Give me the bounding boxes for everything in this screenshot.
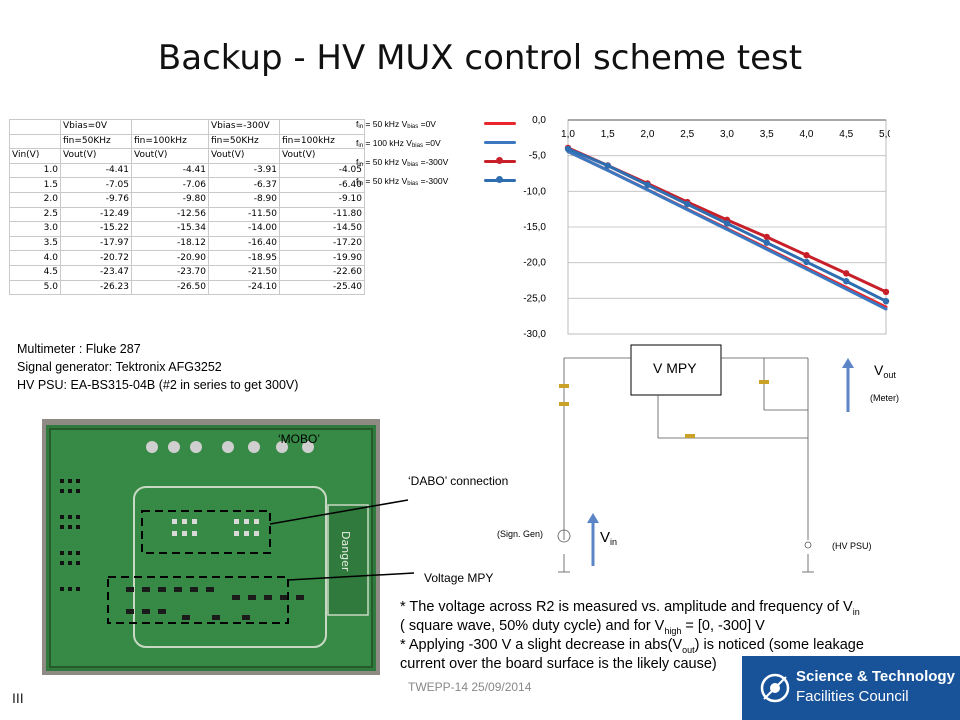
pcb-photo: Danger [42,419,380,675]
table-row: 1.5-7.05-7.06-6.37-6.40 [9,177,365,193]
legend-entry: fin = 50 kHz Vbias =-300V [356,174,516,193]
data-point [803,251,810,259]
data-point [884,307,888,311]
data-point [882,297,890,305]
data-point [685,208,689,212]
x-tick-label: 3,5 [760,129,774,140]
bullet-line-4: current over the board surface is the li… [400,656,717,672]
stfc-brand-block: Science & Technology Facilities Council [742,656,960,720]
vout-label: Vout [874,362,896,380]
bullet-line-2: ( square wave, 50% duty cycle) and for V… [400,618,765,636]
slide-number: III [12,690,24,706]
data-point [723,220,731,227]
equipment-notes: Multimeter : Fluke 287 Signal generator:… [17,340,298,394]
meter-label: (Meter) [870,393,899,403]
note-signal-generator: Signal generator: Tektronix AFG3252 [17,360,222,374]
bullet-line-3: * Applying -300 V a slight decrease in a… [400,637,864,655]
data-point [843,278,850,285]
legend-entry: fin = 50 kHz Vbias =0V [356,117,516,136]
footer-date: TWEPP-14 25/09/2014 [408,680,532,694]
vin-label: Vin [600,529,618,547]
x-tick-label: 4,5 [839,129,853,140]
chart-legend: fin = 50 kHz Vbias =0V fin = 100 kHz Vbia… [356,117,516,193]
mobo-label: ‘MOBO’ [278,432,320,446]
x-tick-label: 4,0 [800,129,814,140]
table-cell: -26.23 [60,279,132,296]
vout-vs-vin-chart: 0,0 -5,0 -10,0 -15,0 -20,0 -25,0 -30,0 1,0 1,5 2,… [523,115,890,340]
slide-title: Backup - HV MUX control scheme test [157,38,803,78]
legend-label: fin = 100 kHz Vbias =0V [356,138,441,149]
brand-line-2: Facilities Council [796,688,909,705]
svg-text:Danger: Danger [339,531,352,572]
legend-label: fin = 50 kHz Vbias =0V [356,119,436,130]
data-point [606,168,610,172]
data-point [763,233,770,241]
note-hv-psu: HV PSU: EA-BS315-04B (#2 in series to ge… [17,378,299,392]
data-point [564,145,572,153]
data-point [725,227,729,231]
hv-psu-label: (HV PSU) [832,541,872,551]
table-row: 3.5-17.97-18.12-16.40-17.20 [9,235,365,252]
y-tick-label: -5,0 [529,151,547,162]
dabo-connection-label: ‘DABO’ connection [408,474,509,488]
brand-line-1: Science & Technology [796,668,955,685]
voltage-mpy-label: Voltage MPY [424,571,494,585]
x-tick-label: 5,0 [879,129,890,140]
legend-swatch [484,141,516,144]
data-point [805,267,808,271]
data-point [763,239,770,246]
vmpy-box-label: V MPY [653,360,697,376]
y-tick-label: -15,0 [523,222,546,233]
y-tick-label: 0,0 [532,115,546,126]
data-point [844,287,848,291]
data-point [803,258,810,266]
table-row: 4.0-20.72-20.90-18.95-19.90 [9,250,365,266]
data-point [684,200,691,208]
table-row: 2.5-12.49-12.56-11.50-11.80 [9,206,365,223]
data-point [644,181,651,189]
data-point [765,247,769,251]
y-tick-label: -20,0 [523,258,546,269]
legend-marker [496,157,503,164]
x-tick-label: 2,0 [641,129,655,140]
data-point [646,188,649,192]
x-tick-label: 1,0 [561,129,575,140]
data-point [843,270,850,277]
stfc-logo-icon [760,673,790,703]
table-row: 2.0-9.76-9.80-8.90-9.10 [9,191,365,208]
note-multimeter: Multimeter : Fluke 287 [17,342,141,356]
table-row: 5.0-26.23-26.50-24.10-25.40 [9,279,365,296]
y-tick-label: -10,0 [523,186,546,197]
bullet-line-1: * The voltage across R2 is measured vs. … [400,599,860,617]
legend-entry: fin = 100 kHz Vbias =0V [356,136,516,155]
legend-swatch [484,122,516,125]
legend-marker [496,176,503,183]
legend-label: fin = 50 kHz Vbias =-300V [356,157,449,168]
y-tick-label: -25,0 [523,293,546,304]
data-point [882,288,890,296]
table-row: 1.0-4.41-4.41-3.91-4.05 [9,162,365,179]
legend-label: fin = 50 kHz Vbias =-300V [356,176,449,187]
data-point [604,162,611,169]
circuit-schematic [557,344,854,573]
signal-generator-label: (Sign. Gen) [497,529,544,539]
y-tick-label: -30,0 [523,329,546,340]
x-tick-label: 3,0 [720,129,734,140]
table-header-row: Vin(V)Vout(V)Vout(V)Vout(V)Vout(V) [9,148,365,164]
table-cell: -25.40 [279,279,365,296]
x-tick-label: 1,5 [601,129,615,140]
legend-entry: fin = 50 kHz Vbias =-300V [356,155,516,174]
x-tick-label: 2,5 [680,129,694,140]
